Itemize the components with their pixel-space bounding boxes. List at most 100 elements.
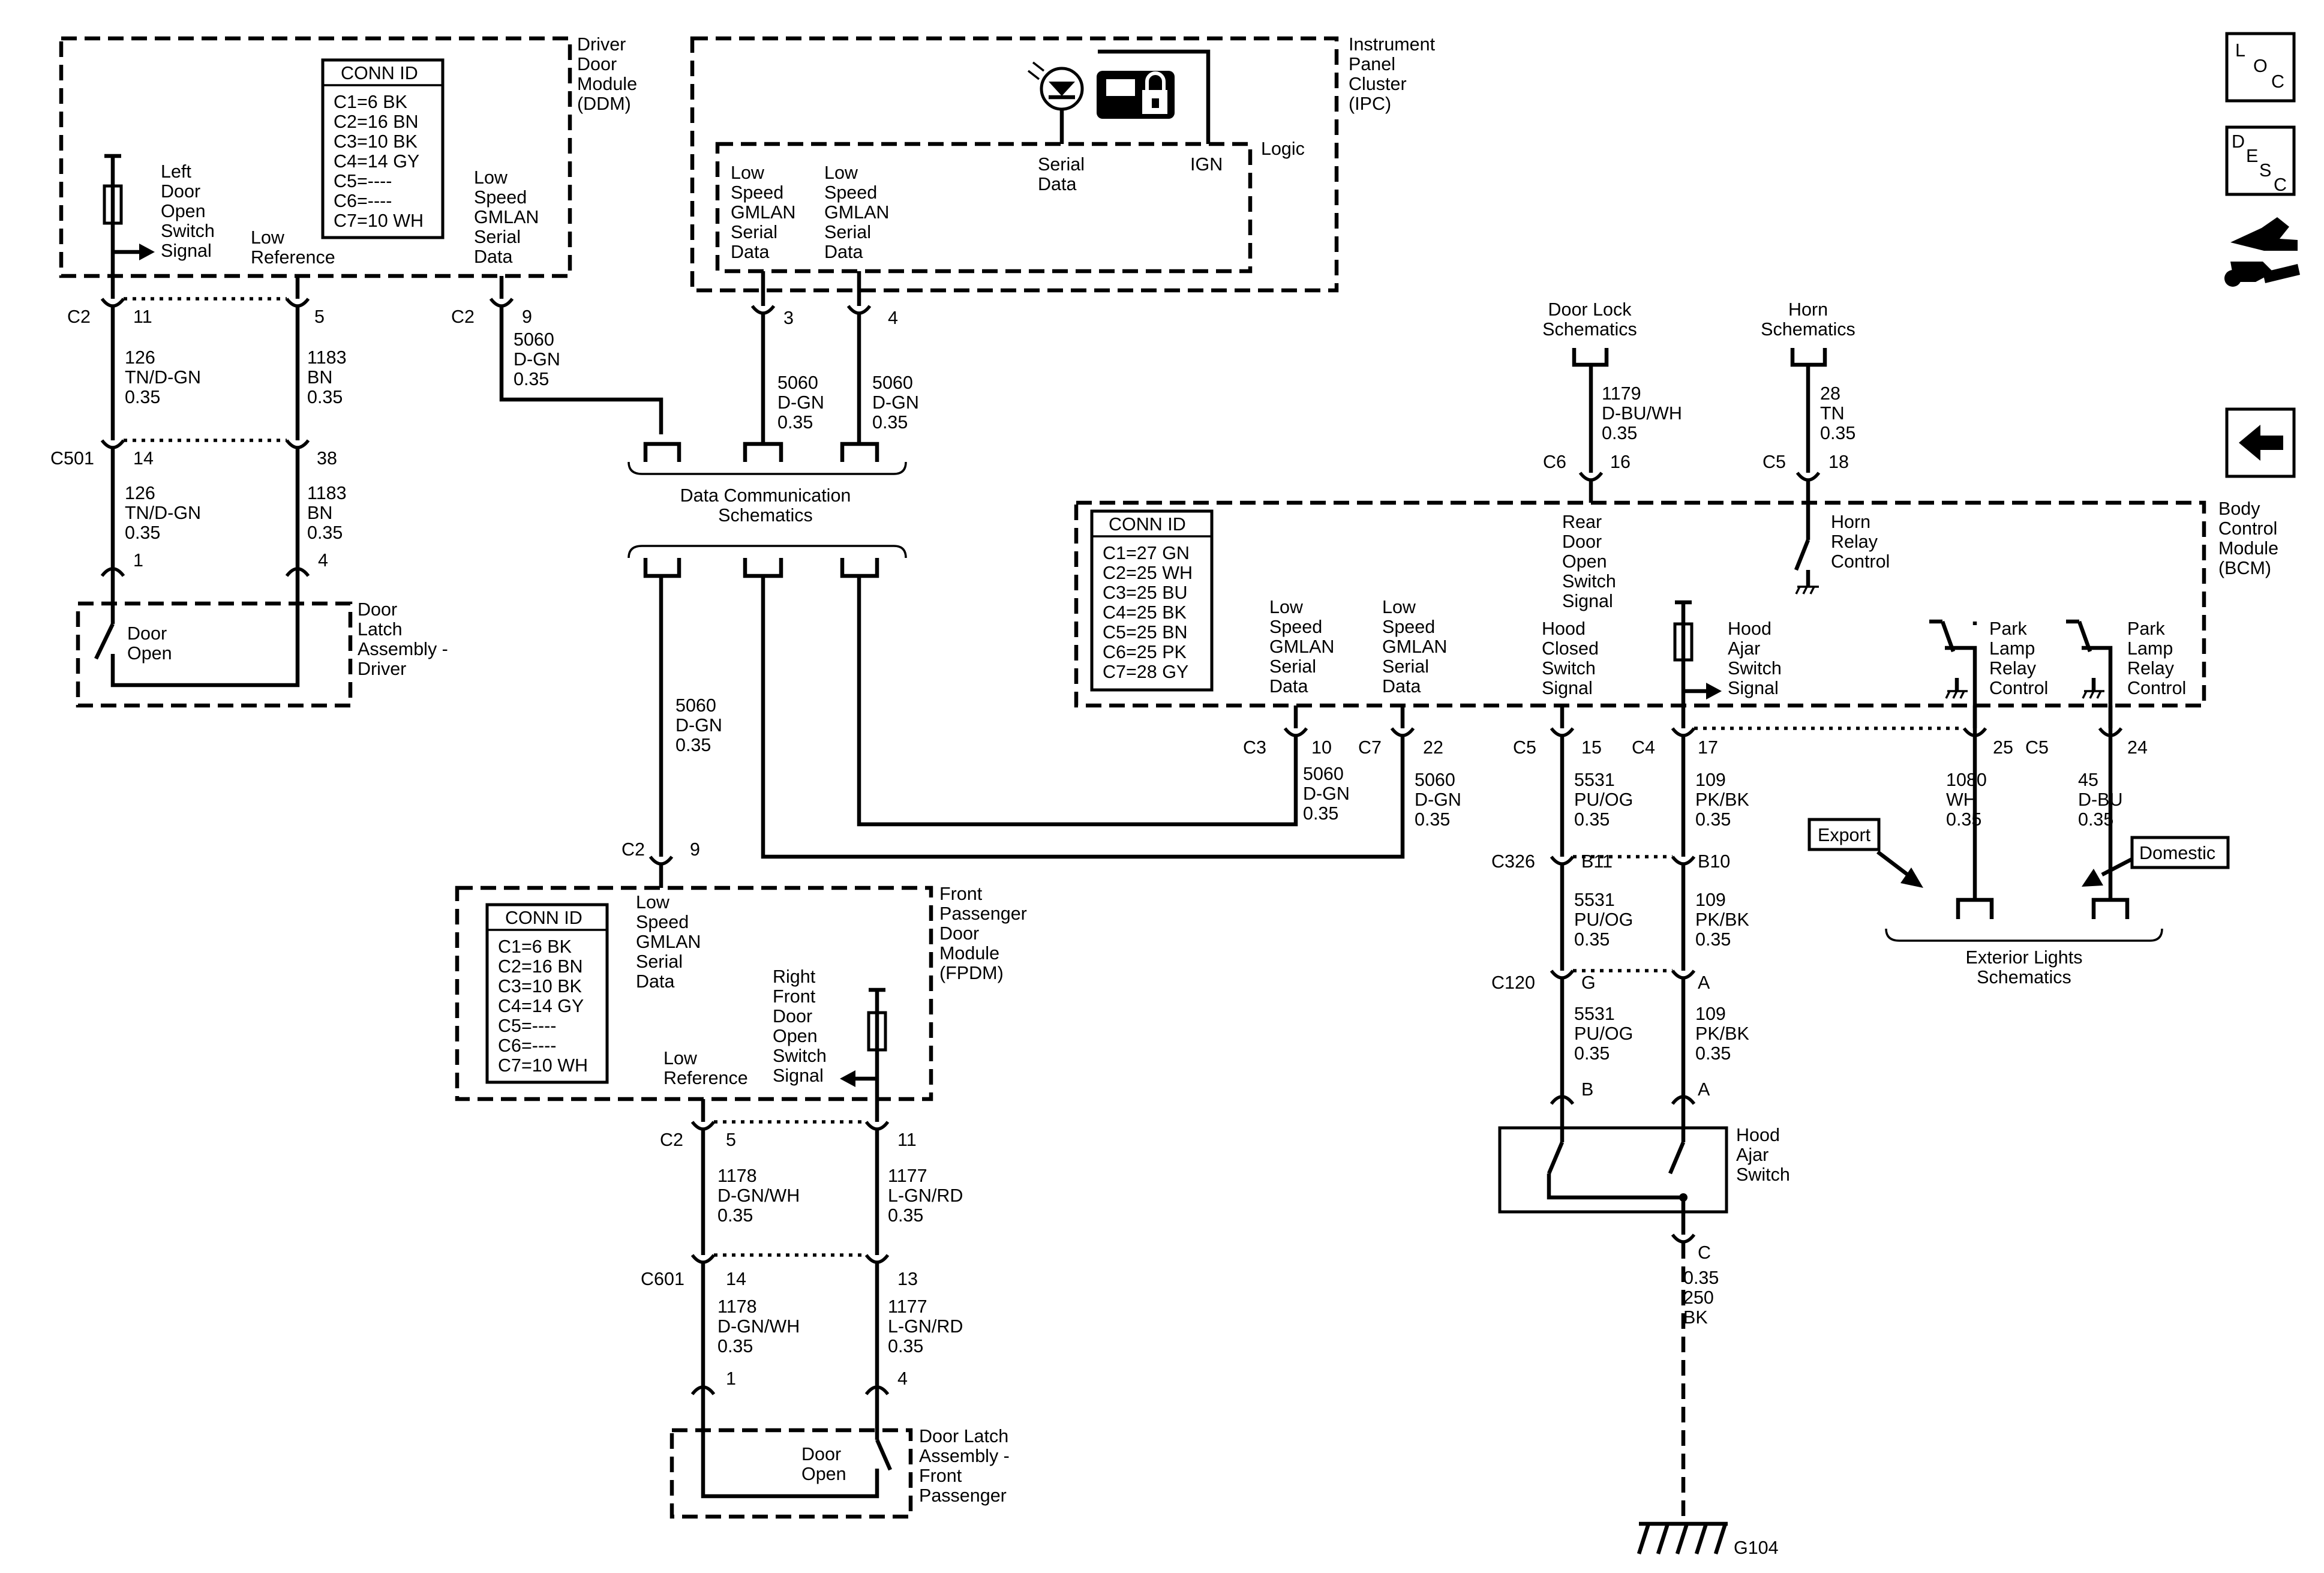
ipc-logic-label: Logic bbox=[1261, 139, 1305, 159]
bcm-pin-22: 22 bbox=[1423, 737, 1443, 758]
bcm-pin-18: 18 bbox=[1828, 452, 1849, 472]
hood-pin-b10: B10 bbox=[1698, 851, 1730, 872]
ddm-pin-9: 9 bbox=[522, 307, 532, 327]
ddm-pin-4: 4 bbox=[318, 550, 328, 571]
hood-sw-pin-a: A bbox=[1698, 1079, 1710, 1100]
bcm-pin-25: 25 bbox=[1993, 737, 2013, 758]
hood-pin-c: C bbox=[1698, 1242, 1711, 1263]
hood-ground-label: G104 bbox=[1734, 1538, 1779, 1558]
ipc-pin-3: 3 bbox=[783, 308, 794, 328]
hand-wrench-icon[interactable] bbox=[2224, 217, 2300, 287]
park-relay-2-ground-icon bbox=[2082, 678, 2104, 699]
hood-c326-label: C326 bbox=[1491, 851, 1535, 872]
hood-pin-g: G bbox=[1581, 972, 1596, 993]
fpdm-pin-1: 1 bbox=[726, 1368, 736, 1389]
ddm-pin-14: 14 bbox=[133, 448, 154, 469]
loc-icon-o: O bbox=[2253, 56, 2268, 76]
bcm-c5c-label: C5 bbox=[2025, 737, 2049, 758]
ddm-conn-header: CONN ID bbox=[341, 63, 418, 83]
bcm-export-label: Export bbox=[1818, 825, 1871, 845]
desc-button[interactable]: D E S C bbox=[2225, 125, 2296, 196]
ddm-c501-label: C501 bbox=[50, 448, 94, 469]
back-arrow-button[interactable] bbox=[2225, 407, 2296, 478]
hood-pin-a: A bbox=[1698, 972, 1710, 993]
bcm-pin-15: 15 bbox=[1581, 737, 1602, 758]
bcm-c5b-label: C5 bbox=[1513, 737, 1536, 758]
hood-pin-b11: B11 bbox=[1581, 851, 1613, 872]
desc-icon-e: E bbox=[2246, 146, 2258, 166]
fpdm-pin-13: 13 bbox=[897, 1269, 918, 1289]
bcm-c6-label: C6 bbox=[1543, 452, 1566, 472]
fpdm-pin-14: 14 bbox=[726, 1269, 746, 1289]
park-relay-1-ground-icon bbox=[1945, 678, 1968, 699]
ddm-pin-5: 5 bbox=[314, 307, 325, 327]
loc-icon-l: L bbox=[2235, 40, 2245, 61]
bcm-pin-16: 16 bbox=[1610, 452, 1631, 472]
bcm-c3-label: C3 bbox=[1243, 737, 1266, 758]
desc-icon-d: D bbox=[2232, 131, 2245, 152]
ipc-ign-label: IGN bbox=[1190, 154, 1223, 175]
bcm-pin-24: 24 bbox=[2127, 737, 2148, 758]
back-arrow-icon bbox=[2239, 425, 2283, 461]
loc-button[interactable]: L O C bbox=[2225, 32, 2296, 103]
bcm-conn-header: CONN ID bbox=[1109, 514, 1186, 535]
bcm-c5a-label: C5 bbox=[1762, 452, 1786, 472]
bcm-pin-10: 10 bbox=[1311, 737, 1332, 758]
ddm-pin-1: 1 bbox=[133, 550, 143, 571]
fpdm-pin-11: 11 bbox=[897, 1130, 917, 1150]
desc-icon-s: S bbox=[2259, 160, 2271, 181]
security-indicator-icon bbox=[1027, 61, 1175, 119]
fpdm-c2b-label: C2 bbox=[660, 1130, 683, 1150]
bcm-domestic-label: Domestic bbox=[2139, 843, 2215, 863]
loc-icon-c: C bbox=[2271, 71, 2284, 92]
